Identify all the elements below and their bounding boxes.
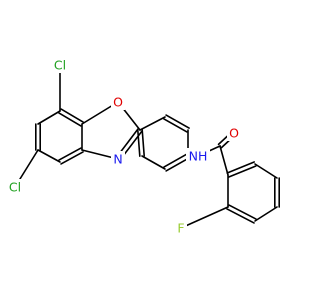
- atom-label-cl-left: Cl: [9, 180, 21, 195]
- bond-d1-d2-b: [226, 161, 255, 174]
- molecule-structure: Cl Cl O N NH O F: [5, 57, 281, 236]
- atom-o-carbonyl: O: [227, 125, 241, 141]
- atom-cl-left: Cl: [5, 179, 25, 195]
- atom-o-ring: O: [111, 94, 125, 110]
- bond-c8-c9-a: [163, 118, 188, 133]
- atom-label-o-carbonyl: O: [229, 126, 239, 141]
- bond-c10-c11-b: [165, 157, 190, 172]
- atom-label-cl-top: Cl: [54, 58, 66, 73]
- bond-cam-d1: [219, 145, 229, 176]
- bond-c6-c1-b: [58, 112, 82, 127]
- atom-label-f-sub: F: [177, 221, 184, 236]
- bond-c12-c7-a: [141, 129, 145, 157]
- bond-d5-d6-a: [228, 204, 257, 220]
- bond-c6-c1-a: [60, 108, 84, 123]
- bond-d2-d3: [254, 163, 278, 179]
- bond-d5-d6-b: [226, 208, 255, 224]
- bond-c7-c8: [139, 116, 166, 131]
- atom-label-nh-amide: NH: [189, 149, 208, 164]
- bonds: [14, 64, 281, 229]
- atom-nh-amide: NH: [186, 148, 210, 164]
- bond-d4-d5: [254, 206, 278, 222]
- atom-cl-top: Cl: [50, 57, 70, 73]
- bond-c12-c7-b: [137, 129, 141, 157]
- bond-c3-c4: [37, 149, 61, 163]
- atom-n-ring: N: [111, 151, 125, 167]
- bond-c4-c5-a: [60, 151, 84, 165]
- atom-f-sub: F: [175, 220, 187, 236]
- bond-c10-c11-a: [163, 153, 188, 168]
- atom-label-n-ring: N: [113, 152, 122, 167]
- bond-d1-d2-a: [228, 165, 257, 178]
- bond-d6-f: [180, 206, 229, 229]
- atom-label-o-ring: O: [113, 95, 123, 110]
- bond-c8-c9-b: [165, 114, 190, 129]
- bond-c1-c2: [37, 110, 61, 125]
- bond-c11-c12: [141, 155, 166, 170]
- bond-c4-c5-b: [58, 147, 82, 161]
